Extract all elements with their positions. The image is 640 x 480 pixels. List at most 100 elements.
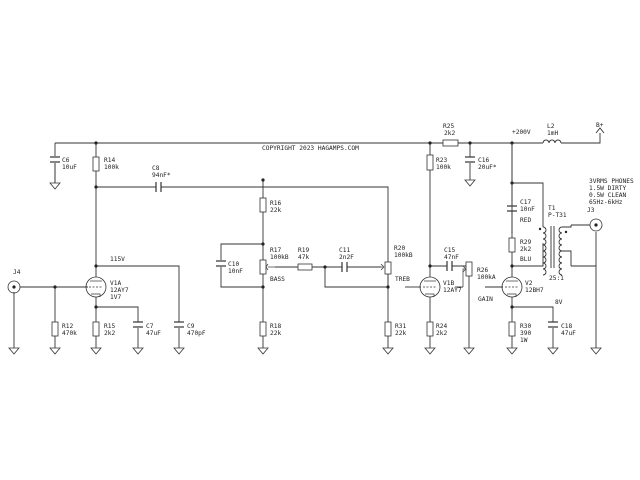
- c11-value: 2n2F: [339, 254, 354, 261]
- r23-body: [426, 154, 434, 171]
- r20-value: 100kB: [394, 252, 413, 259]
- r17-value: 100kB: [270, 254, 289, 261]
- r23-value: 100k: [436, 164, 451, 171]
- r25-ref: R25: [443, 123, 454, 130]
- c15-symbol: [446, 261, 453, 271]
- r14-ref: R14: [104, 157, 115, 164]
- v2-tube: [501, 276, 523, 298]
- t1-transformer: [538, 225, 572, 276]
- j3-jack: [589, 218, 603, 232]
- junction-dots: [53, 141, 514, 309]
- j4-jack: [7, 280, 21, 294]
- r30-value: 390: [520, 330, 531, 337]
- r20-pot: [380, 261, 392, 275]
- r31-body: [384, 321, 392, 337]
- c7-ref: C7: [146, 323, 154, 330]
- v8-label: 8V: [555, 299, 563, 306]
- r25-value: 2k2: [444, 130, 455, 137]
- c8-value: 94nF*: [152, 172, 171, 179]
- c17-ref: C17: [520, 199, 531, 206]
- r19-body: [297, 263, 313, 271]
- j3-line-3: 0.5W CLEAN: [589, 192, 627, 199]
- c9-value: 470pF: [187, 330, 206, 337]
- c9-symbol: [174, 321, 184, 328]
- c10-value: 10nF: [228, 268, 243, 275]
- v2-ref: V2: [525, 280, 533, 287]
- r18-ref: R18: [270, 323, 281, 330]
- b-plus-label: B+: [596, 122, 604, 129]
- c8-ref: C8: [152, 165, 160, 172]
- r25-body: [442, 139, 459, 147]
- r16-ref: R16: [270, 200, 281, 207]
- r19-ref: R19: [298, 247, 309, 254]
- r14-body: [92, 156, 100, 172]
- r19-value: 47k: [298, 254, 309, 261]
- v1b-tube: [419, 276, 441, 298]
- r26-value: 100kA: [477, 274, 496, 281]
- r20-ref: R20: [394, 245, 405, 252]
- v1a-tube: [85, 276, 107, 298]
- c8-symbol: [155, 182, 162, 192]
- r29-ref: R29: [520, 239, 531, 246]
- r26-ref: R26: [477, 267, 488, 274]
- r30-body: [508, 321, 516, 337]
- c16-ref: C16: [478, 157, 489, 164]
- t1-part: P-T31: [548, 212, 567, 219]
- c7-symbol: [133, 321, 143, 328]
- c10-symbol: [216, 260, 226, 267]
- r31-ref: R31: [395, 323, 406, 330]
- r14-value: 100k: [104, 164, 119, 171]
- r15-value: 2k2: [104, 330, 115, 337]
- t1-blu-label: BLU: [520, 256, 531, 263]
- c16-value: 20uF*: [478, 164, 497, 171]
- v1a-part: 12AY7: [110, 287, 129, 294]
- r17-ref: R17: [270, 247, 281, 254]
- c10-ref: C10: [228, 261, 239, 268]
- r24-value: 2k2: [436, 330, 447, 337]
- c6-value: 10uF: [62, 164, 77, 171]
- r30-ref: R30: [520, 323, 531, 330]
- r23-ref: R23: [436, 157, 447, 164]
- t1-red-label: RED: [520, 217, 531, 224]
- r16-body: [259, 197, 267, 213]
- t1-ref: T1: [548, 205, 556, 212]
- r24-body: [426, 321, 434, 337]
- c15-value: 47nF: [444, 254, 459, 261]
- v1a-volts: 1V7: [110, 294, 121, 301]
- c9-ref: C9: [187, 323, 195, 330]
- r18-body: [259, 321, 267, 337]
- r15-ref: R15: [104, 323, 115, 330]
- j3-line-1: 3VRMS PHONES: [589, 178, 634, 185]
- r12-ref: R12: [62, 323, 73, 330]
- r12-value: 470k: [62, 330, 77, 337]
- l2-ref: L2: [547, 123, 555, 130]
- c18-symbol: [548, 321, 558, 328]
- r20-name: TREB: [395, 276, 410, 283]
- c15-ref: C15: [444, 247, 455, 254]
- r12-body: [51, 321, 59, 337]
- c11-symbol: [341, 262, 348, 272]
- r24-ref: R24: [436, 323, 447, 330]
- v1b-ref: V1B: [443, 280, 454, 287]
- r26-pot: [462, 261, 473, 287]
- j3-line-4: 65Hz-6kHz: [589, 199, 623, 206]
- j4-ref: J4: [13, 269, 21, 276]
- c11-ref: C11: [339, 247, 350, 254]
- c6-symbol: [50, 156, 60, 163]
- j3-ref: J3: [587, 207, 595, 214]
- r30-extra: 1W: [520, 337, 528, 344]
- v115-label: 115V: [110, 256, 125, 263]
- v1a-ref: V1A: [110, 280, 121, 287]
- c18-ref: C18: [561, 323, 572, 330]
- c6-ref: C6: [62, 157, 70, 164]
- c18-value: 47uF: [561, 330, 576, 337]
- v200-label: +200V: [512, 129, 531, 136]
- r16-value: 22k: [270, 207, 281, 214]
- r18-value: 22k: [270, 330, 281, 337]
- b-plus-terminal: [595, 127, 605, 134]
- r31-value: 22k: [395, 330, 406, 337]
- r29-value: 2k2: [520, 246, 531, 253]
- c7-value: 47uF: [146, 330, 161, 337]
- c17-value: 10nF: [520, 206, 535, 213]
